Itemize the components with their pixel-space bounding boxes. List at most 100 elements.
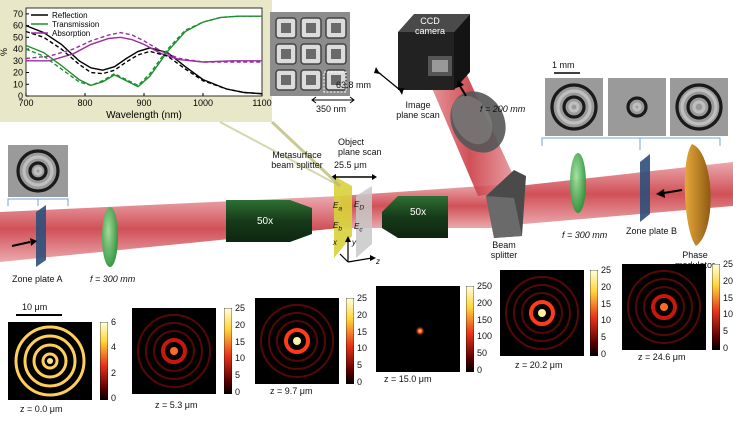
x-tick-label: 800 — [77, 98, 92, 108]
zone-plate-b — [640, 154, 650, 222]
intensity-halo — [635, 278, 693, 336]
colorbar-1 — [224, 308, 232, 394]
colorbar-tick: 25 — [601, 265, 612, 275]
sem-cell-hole — [281, 49, 291, 59]
intensity-halo — [643, 286, 685, 328]
colorbar-tick: 15 — [235, 336, 246, 347]
intensity-ring — [284, 328, 310, 354]
intensity-core — [660, 303, 668, 311]
zone-ring — [556, 89, 592, 125]
field-ec: Ec — [354, 222, 363, 236]
field-eb-e: E — [333, 221, 339, 230]
colorbar-tick: 0 — [723, 343, 729, 353]
field-ed-e: E — [354, 200, 360, 209]
series-line-2 — [26, 36, 262, 63]
object-scan-range-label: 25.5 μm — [334, 160, 367, 170]
zone-ring — [626, 96, 648, 118]
colorbar-tick: 5 — [723, 326, 729, 337]
field-ea-sub: a — [338, 205, 343, 213]
colorbar-tick: 0 — [235, 387, 241, 397]
x-tick-label: 700 — [18, 98, 33, 108]
zone-ring — [22, 155, 54, 187]
field-eb-sub: b — [338, 225, 343, 233]
objective-left — [226, 200, 312, 242]
sem-cell-hole — [331, 75, 341, 85]
intensity-map-3 — [376, 286, 460, 372]
f300-left-label: f = 300 mm — [90, 274, 136, 284]
objective-right-label: 50x — [410, 207, 427, 218]
zone-ring — [33, 166, 43, 176]
colorbar-tick: 0 — [601, 349, 607, 359]
y-tick-label: 70 — [13, 9, 23, 19]
lens-right — [570, 153, 586, 213]
intensity-ring — [23, 334, 77, 388]
colorbar-tick: 10 — [235, 353, 246, 364]
field-ec-sub: c — [359, 226, 363, 234]
z-position-label: z = 9.7 μm — [270, 386, 313, 396]
field-ed: ED — [354, 200, 364, 214]
zone-plate-a — [36, 205, 46, 267]
zone-ring — [692, 100, 706, 114]
zone-plate-b-image-2 — [608, 78, 666, 136]
intensity-ring — [32, 343, 68, 379]
sem-cell-hole — [306, 23, 316, 33]
intensity-halo — [260, 304, 334, 378]
zone-ring — [675, 83, 723, 131]
sem-scale-label: 350 nm — [316, 104, 347, 114]
colorbar-tick: 5 — [235, 370, 241, 381]
sem-cell-hole — [281, 75, 291, 85]
zone-ring — [568, 101, 580, 113]
object-plane-scan-label: Object plane scan — [338, 137, 382, 157]
x-tick-label: 1000 — [193, 98, 213, 108]
colorbar-0 — [100, 322, 108, 400]
field-ea-e: E — [333, 201, 339, 210]
zone-plate-a-image — [8, 145, 68, 197]
cam-distance-label: 63.8 mm — [336, 80, 372, 90]
field-ea: Ea — [333, 201, 342, 215]
intensity-ring — [529, 300, 555, 326]
y-tick-label: 60 — [13, 21, 23, 31]
colorbar-tick: 10 — [601, 315, 612, 326]
lens-left — [102, 207, 118, 267]
axis-z: z — [376, 257, 380, 266]
sem-cell-hole — [331, 23, 341, 33]
zone-ring — [16, 149, 60, 193]
colorbar-3 — [466, 286, 474, 372]
intensity-core — [538, 309, 546, 317]
colorbar-tick: 20 — [235, 319, 246, 330]
zone-plate-b-label: Zone plate B — [626, 226, 678, 236]
intensity-map-0 — [8, 322, 92, 400]
colorbar-tick: 15 — [723, 292, 733, 303]
colorbar-tick: 10 — [723, 309, 733, 320]
colorbar-2 — [346, 298, 354, 384]
zone-ring — [680, 88, 718, 126]
metasurface-sem-image — [270, 12, 350, 96]
colorbar-tick: 5 — [601, 332, 607, 343]
intensity-halo — [505, 276, 579, 350]
z-position-label: z = 5.3 μm — [155, 400, 198, 410]
map-scale-label: 10 μm — [22, 302, 48, 312]
ccd-camera-top — [398, 14, 470, 32]
colorbar-tick: 4 — [111, 342, 117, 353]
y-tick-label: 40 — [13, 44, 23, 54]
colorbar-tick: 20 — [601, 281, 612, 292]
y-axis-label: % — [0, 48, 9, 56]
intensity-halo — [268, 312, 326, 370]
f200-label: f = 200 mm — [480, 104, 526, 114]
x-tick-label: 1100 — [252, 98, 271, 108]
intensity-ring — [14, 325, 86, 397]
metasurface-label: Metasurface beam splitter — [271, 150, 323, 170]
legend-entry: Transmission — [52, 20, 99, 29]
colorbar-tick: 250 — [477, 281, 493, 291]
y-tick-label: 0 — [18, 91, 23, 101]
intensity-halo — [137, 314, 211, 388]
colorbar-tick: 25 — [235, 303, 246, 313]
intensity-halo — [153, 330, 195, 372]
field-eb: Eb — [333, 221, 342, 235]
axis-y: y — [352, 238, 356, 247]
laser-beam-right — [500, 162, 733, 226]
intensity-halo — [276, 320, 318, 362]
zone-plate-b-image-3 — [670, 78, 728, 136]
